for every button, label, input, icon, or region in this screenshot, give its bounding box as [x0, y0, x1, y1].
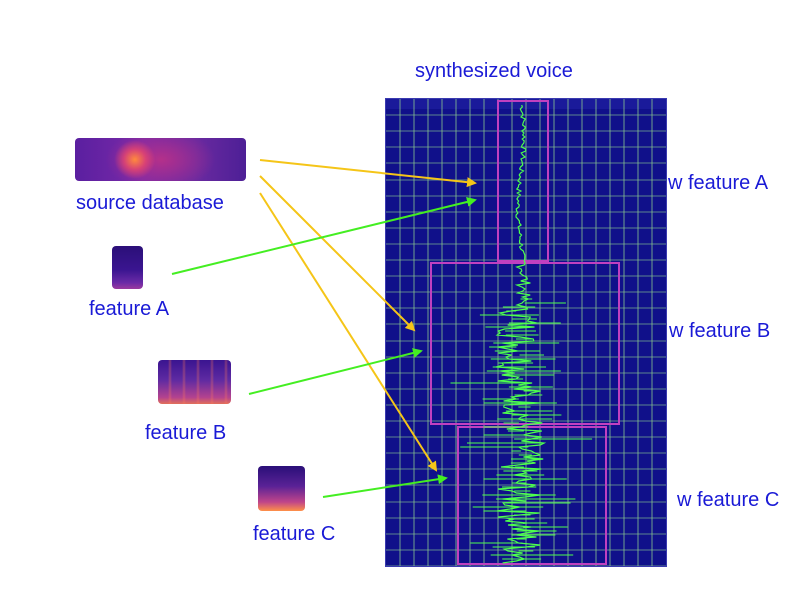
source-database-label: source database — [76, 192, 224, 214]
arrow-source-to-c — [259, 192, 438, 472]
feature-c-label: feature C — [253, 523, 336, 545]
output-feature-a-label: w feature A — [668, 172, 769, 194]
feature-b-label: feature B — [145, 422, 227, 444]
spectrogram-canvas — [386, 99, 666, 566]
feature-a-spectrogram-thumbnail — [112, 246, 143, 289]
output-feature-c-label: w feature C — [677, 489, 780, 511]
region-box-feature-c — [457, 426, 607, 565]
arrow-source-to-b — [259, 175, 416, 332]
region-box-feature-a — [497, 100, 549, 262]
feature-b-spectrogram-thumbnail — [158, 360, 231, 404]
arrow-feature-a — [171, 197, 477, 275]
source-spectrogram-thumbnail — [75, 138, 246, 181]
feature-c-spectrogram-thumbnail — [258, 466, 305, 511]
arrow-feature-b — [248, 348, 423, 395]
synthesized-voice-spectrogram — [385, 98, 667, 567]
output-feature-b-label: w feature B — [669, 320, 771, 342]
arrow-source-to-a — [259, 159, 477, 188]
feature-a-label: feature A — [89, 298, 170, 320]
diagram-title: synthesized voice — [415, 60, 573, 82]
arrow-feature-c — [322, 474, 448, 498]
